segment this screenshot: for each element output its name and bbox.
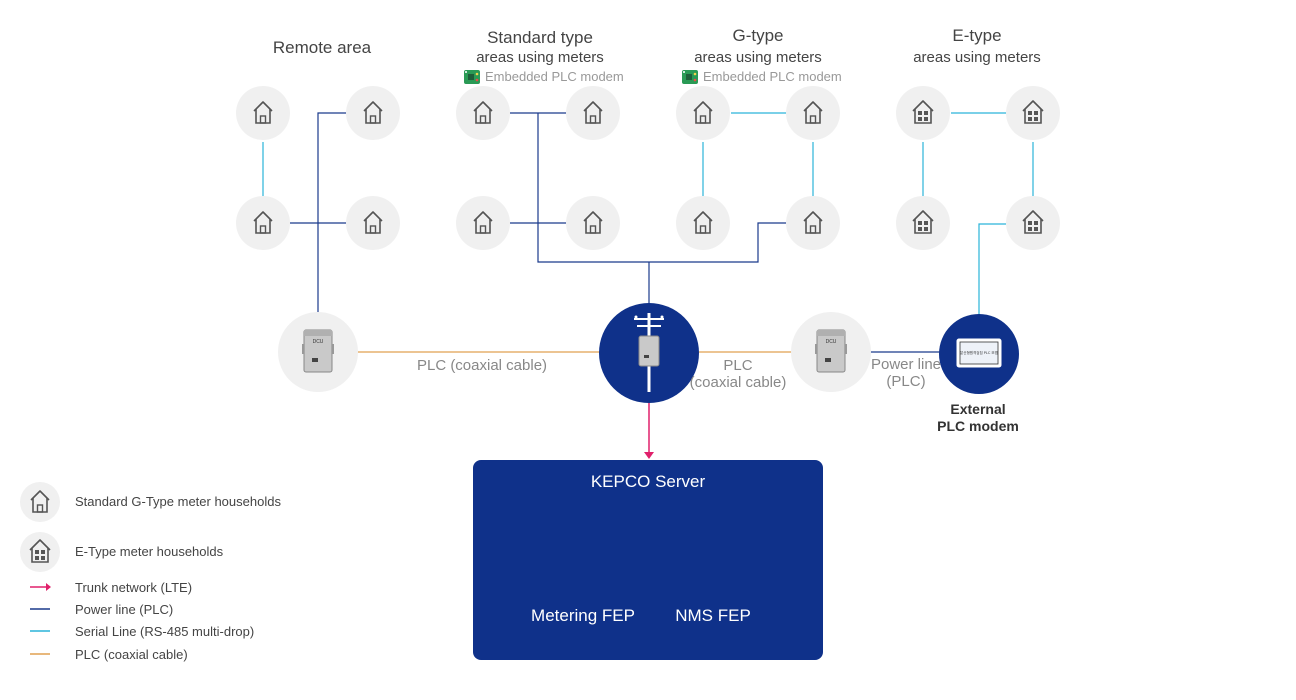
embedded-text: Embedded PLC modem [485, 69, 624, 84]
power-line-label-2: (PLC) [886, 373, 926, 390]
legend-standard-node [20, 482, 60, 522]
remote-area-households [236, 86, 400, 250]
embedded-text: Embedded PLC modem [703, 69, 842, 84]
dcu-label: DCU [313, 339, 324, 345]
household-node [456, 86, 510, 140]
kepco-server-box: KEPCO Server Metering FEP NMS FEP [473, 460, 823, 660]
household-node [896, 196, 950, 250]
standard-area-subtitle: areas using meters [476, 49, 604, 66]
household-node [676, 196, 730, 250]
pcb-chip-icon [682, 70, 698, 84]
serial-line-etype-modem [978, 223, 1006, 315]
household-node [236, 86, 290, 140]
server-title: KEPCO Server [590, 472, 706, 491]
legend-power-label: Power line (PLC) [75, 602, 174, 617]
remote-area-title: Remote area [272, 38, 372, 57]
plc-left-label: PLC (coaxial cable) [416, 357, 548, 374]
etype-area-households [896, 86, 1060, 250]
modem-screen-text: 분산형원격검침 PLC 모뎀 [960, 350, 998, 355]
dcu-left: DCU [278, 312, 358, 392]
standard-embedded-label: Embedded PLC modem [485, 69, 624, 84]
serial-lines [262, 112, 1034, 315]
legend-serial-label: Serial Line (RS-485 multi-drop) [75, 624, 255, 639]
utility-pole-icon [634, 313, 664, 392]
power-line-to-pole [537, 113, 786, 263]
power-line-label-1: Power line [870, 356, 942, 373]
dcu-box-icon [814, 329, 848, 373]
pole-dcu-center [599, 303, 699, 403]
nms-fep-label: NMS FEP [675, 606, 751, 625]
standard-area-households [456, 86, 620, 250]
legend-plc-label: PLC (coaxial cable) [75, 647, 188, 662]
legend-trunk-label: Trunk network (LTE) [75, 580, 193, 595]
external-plc-modem: 분산형원격검침 PLC 모뎀 [939, 314, 1019, 394]
legend-etype-label: E-Type meter households [75, 544, 224, 559]
plc-right-label-1: PLC [723, 357, 753, 374]
gtype-embedded-label: Embedded PLC modem [703, 69, 842, 84]
power-lines [290, 112, 940, 353]
external-modem-label-2: PLC modem [937, 418, 1019, 434]
household-node [896, 86, 950, 140]
legend-standard-label: Standard G-Type meter households [75, 494, 281, 509]
household-node [456, 196, 510, 250]
etype-area-title: E-type [952, 26, 1002, 45]
power-line-remote-trunk [317, 112, 346, 315]
household-node [786, 86, 840, 140]
dcu-box-icon [301, 329, 335, 373]
external-modem-icon: 분산형원격검침 PLC 모뎀 [956, 338, 1002, 368]
standard-area-title: Standard type [487, 28, 593, 47]
plc-right-label-2: (coaxial cable) [689, 374, 787, 391]
trunk-arrow [644, 402, 654, 459]
etype-area-subtitle: areas using meters [913, 49, 1041, 66]
dcu-label: DCU [826, 339, 837, 345]
external-modem-label-1: External [950, 401, 1006, 417]
gtype-area-households [676, 86, 840, 250]
legend-icons [20, 482, 60, 655]
household-node [566, 86, 620, 140]
gtype-area-title: G-type [732, 26, 784, 45]
household-node [236, 196, 290, 250]
household-node [346, 86, 400, 140]
dcu-right: DCU [791, 312, 871, 392]
pcb-chip-icon [464, 70, 480, 84]
household-node [566, 196, 620, 250]
household-node [676, 86, 730, 140]
household-node [1006, 86, 1060, 140]
household-node [786, 196, 840, 250]
legend-etype-node [20, 532, 60, 572]
gtype-area-subtitle: areas using meters [694, 49, 822, 66]
metering-fep-label: Metering FEP [531, 606, 635, 625]
household-node [346, 196, 400, 250]
household-node [1006, 196, 1060, 250]
